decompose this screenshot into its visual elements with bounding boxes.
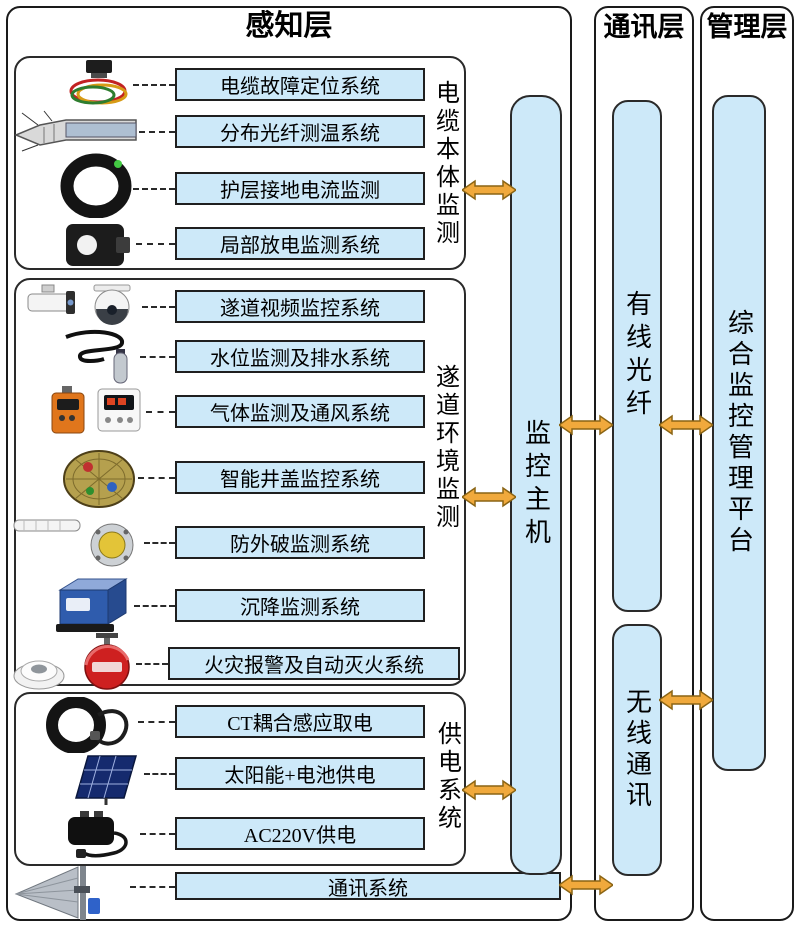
item-label-anti-damage: 防外破监测系统 (175, 526, 425, 559)
dashed-connector (146, 411, 175, 413)
item-label-sheath-current: 护层接地电流监测 (175, 172, 425, 205)
item-label-cable-fault: 电缆故障定位系统 (175, 68, 425, 101)
perception-layer-title: 感知层 (245, 10, 333, 42)
item-label-fiber-temp: 分布光纤测温系统 (175, 115, 425, 148)
dashed-connector (136, 243, 175, 245)
monitoring-host-label: 监控主机 (521, 419, 551, 551)
arrow-group1-to-host (460, 179, 518, 201)
dashed-connector (144, 542, 175, 544)
dashed-connector (136, 663, 168, 665)
cable-monitoring-group-frame (14, 56, 466, 270)
perception-layer-frame (6, 6, 572, 921)
ct-power-icon (46, 696, 136, 754)
fire-alarm-icon (12, 632, 134, 692)
power-supply-group-frame (14, 692, 466, 866)
cable-monitoring-side-label: 电缆本体监测 (431, 79, 458, 248)
item-label-ac220v: AC220V供电 (175, 817, 425, 850)
dashed-connector (134, 605, 175, 607)
dashed-connector (130, 886, 175, 888)
management-layer-title: 管理层 (706, 12, 788, 42)
item-label-water-level: 水位监测及排水系统 (175, 340, 425, 373)
dashed-connector (142, 306, 175, 308)
item-label-settlement: 沉降监测系统 (175, 589, 425, 622)
monitoring-host-box: 监控主机 (510, 95, 562, 875)
ct-ring-icon (56, 152, 136, 219)
water-level-sensor-icon (58, 329, 140, 387)
wireless-comm-box: 无线通讯 (612, 624, 662, 876)
pd-clamp-icon (60, 221, 136, 269)
platform-box: 综合监控管理平台 (712, 95, 766, 771)
antenna-icon (14, 864, 128, 922)
dashed-connector (138, 477, 175, 479)
arrow-comm-to-wireless (557, 874, 615, 896)
manhole-cover-icon (60, 449, 138, 509)
arrow-host-to-wired (557, 414, 615, 436)
item-label-tunnel-video: 遂道视频监控系统 (175, 290, 425, 323)
wireless-comm-label: 无线通讯 (622, 688, 652, 812)
comm-system-label: 通讯系统 (175, 872, 561, 900)
wired-fiber-box: 有线光纤 (612, 100, 662, 612)
power-supply-side-label: 供电系统 (433, 721, 460, 833)
fiber-temperature-icon (14, 107, 139, 155)
communication-layer-frame (594, 6, 694, 921)
dashed-connector (139, 131, 175, 133)
cable-fault-locator-icon (58, 58, 140, 108)
item-label-fire-alarm: 火灾报警及自动灭火系统 (168, 647, 460, 680)
dashed-connector (133, 188, 175, 190)
dashed-connector (140, 356, 175, 358)
platform-label: 综合监控管理平台 (724, 309, 754, 557)
solar-panel-icon (70, 752, 142, 806)
management-layer-frame (700, 6, 794, 921)
arrow-wired-to-platform (657, 414, 715, 436)
tunnel-environment-group-frame (14, 278, 466, 686)
communication-layer-title: 通讯层 (603, 12, 685, 42)
dashed-connector (138, 721, 175, 723)
dashed-connector (140, 833, 175, 835)
tunnel-environment-side-label: 遂道环境监测 (431, 363, 458, 532)
arrow-group2-to-host (460, 486, 518, 508)
settlement-instrument-icon (50, 574, 132, 636)
item-label-solar: 太阳能+电池供电 (175, 757, 425, 790)
item-label-ct-power: CT耦合感应取电 (175, 705, 425, 738)
arrow-group3-to-host (460, 779, 518, 801)
wired-fiber-label: 有线光纤 (622, 290, 652, 422)
ac-adapter-icon (60, 811, 138, 863)
dashed-connector (133, 84, 175, 86)
item-label-manhole: 智能井盖监控系统 (175, 461, 425, 494)
anti-damage-sensor-icon (12, 514, 142, 568)
arrow-wireless-to-platform (657, 689, 715, 711)
video-cameras-icon (26, 283, 142, 327)
item-label-partial-discharge: 局部放电监测系统 (175, 227, 425, 260)
dashed-connector (144, 773, 175, 775)
item-label-gas-ventilation: 气体监测及通风系统 (175, 395, 425, 428)
gas-detector-icon (50, 384, 146, 436)
